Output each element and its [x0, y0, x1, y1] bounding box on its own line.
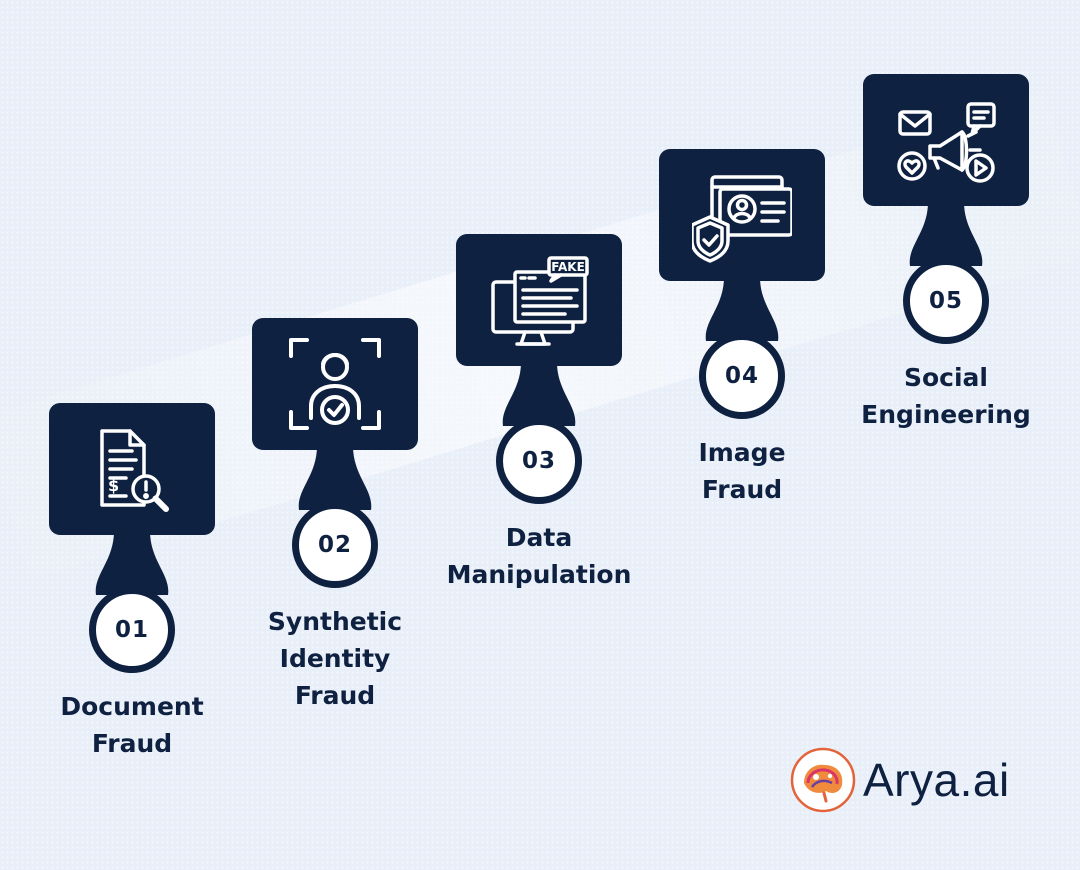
- step-03-card: FAKE: [456, 234, 622, 366]
- step-02-badge: 02: [292, 502, 378, 588]
- megaphone-social-icon: [897, 102, 996, 183]
- step-03-connector: [502, 362, 576, 426]
- step-04-card: [659, 149, 825, 281]
- svg-text:$: $: [108, 476, 119, 495]
- step-05-label: Social Engineering: [861, 363, 1031, 429]
- brand-logo: Arya.ai: [790, 745, 1030, 815]
- step-01-connector: [95, 531, 169, 595]
- step-04-label: Image Fraud: [698, 438, 786, 504]
- user-scan-icon: [289, 338, 381, 430]
- step-04-badge: 04: [699, 333, 785, 419]
- brand-name: Arya.ai: [863, 754, 1010, 806]
- step-03-badge: 03: [496, 418, 582, 504]
- step-04-connector: [705, 277, 779, 341]
- fake-monitor-icon: FAKE: [491, 256, 589, 346]
- step-01-badge: 01: [89, 587, 175, 673]
- brain-logo-icon: [790, 747, 856, 813]
- step-02-label: Synthetic Identity Fraud: [267, 607, 403, 710]
- step-02-card: [252, 318, 418, 450]
- step-05-connector: [909, 202, 983, 266]
- document-search-icon: $: [100, 429, 169, 512]
- step-02-connector: [298, 446, 372, 510]
- step-01-card: $: [49, 403, 215, 535]
- step-03-label: Data Manipulation: [446, 523, 632, 589]
- step-01-label: Document Fraud: [60, 692, 204, 758]
- step-05-badge: 05: [903, 258, 989, 344]
- fake-label: FAKE: [551, 260, 585, 274]
- id-card-shield-icon: [692, 175, 792, 263]
- step-05-card: [863, 74, 1029, 206]
